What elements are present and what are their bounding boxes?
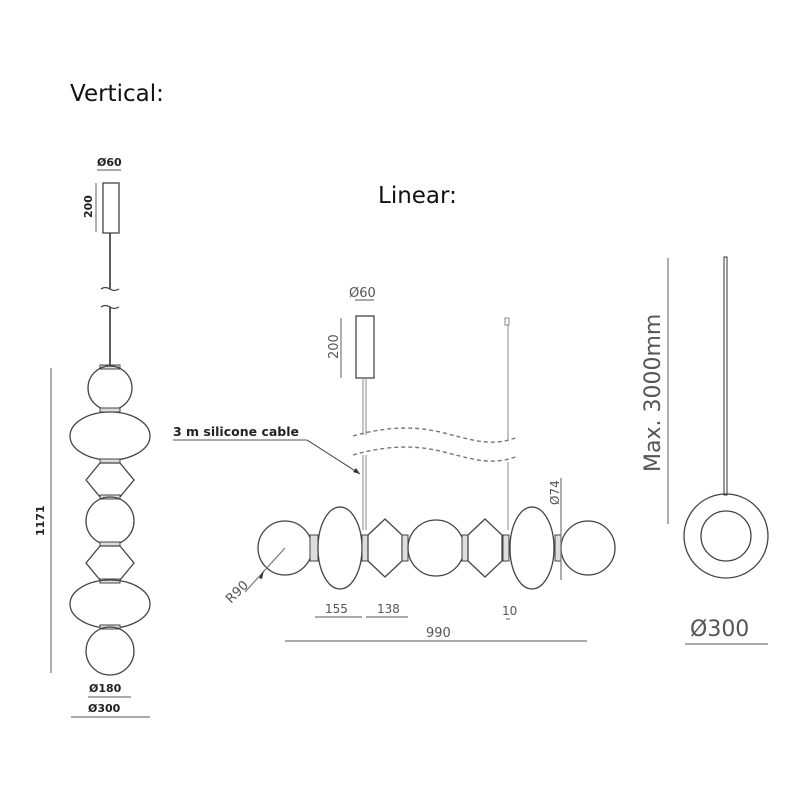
vertical-ellipse-1 — [69, 411, 151, 461]
linear-ellipse-left — [317, 506, 363, 590]
side-rod — [723, 256, 728, 496]
linear-radius-leader — [244, 547, 286, 593]
side-diameter: Ø300 — [690, 617, 749, 642]
linear-view: Ø60 200 3 m silicone cable — [173, 286, 616, 642]
vertical-diamond-2 — [85, 545, 135, 581]
linear-radius-arrowhead — [259, 570, 264, 579]
vertical-canopy-height: 200 — [82, 195, 95, 218]
linear-connector-2 — [361, 534, 369, 562]
linear-sphere-right — [560, 520, 616, 576]
linear-right-anchor — [504, 317, 510, 326]
linear-canopy-height: 200 — [327, 334, 342, 359]
side-inner-ring — [700, 510, 752, 562]
vertical-max-diameter: Ø300 — [88, 702, 121, 715]
linear-connector-5 — [502, 534, 510, 562]
linear-canopy-diameter: Ø60 — [349, 286, 376, 301]
linear-cable-break-top — [352, 427, 519, 443]
linear-cable-arrowhead — [353, 468, 360, 474]
linear-cable-leader — [306, 439, 361, 475]
vertical-total-height: 1171 — [34, 505, 47, 536]
linear-sphere-center — [407, 519, 465, 577]
side-view: Max. 3000mm Ø300 — [641, 256, 769, 645]
linear-connector-diameter: Ø74 — [548, 480, 562, 505]
linear-cable-break-bottom — [352, 446, 519, 462]
vertical-top-cap — [99, 364, 121, 370]
vertical-title: Vertical: — [70, 81, 164, 107]
linear-diamond-left — [367, 518, 403, 578]
vertical-ellipse-2 — [69, 579, 151, 629]
linear-sphere-radius: R90 — [223, 578, 252, 607]
side-max-length: Max. 3000mm — [641, 314, 666, 472]
vertical-sphere-1 — [87, 365, 133, 411]
linear-connector-6 — [554, 534, 562, 562]
vertical-cable-break-top — [100, 286, 120, 292]
linear-connector-1 — [309, 534, 319, 562]
linear-connector-3 — [401, 534, 409, 562]
linear-cable-label: 3 m silicone cable — [173, 424, 299, 439]
linear-connector-4 — [461, 534, 469, 562]
vertical-sphere-diameter: Ø180 — [89, 682, 122, 695]
linear-title: Linear: — [378, 183, 457, 209]
vertical-view: Ø60 200 1171 Ø180 Ø300 — [34, 156, 151, 718]
vertical-diamond-1 — [85, 462, 135, 498]
linear-total-length: 990 — [426, 626, 451, 641]
vertical-sphere-2 — [85, 496, 135, 546]
vertical-canopy — [102, 182, 120, 234]
side-outer-ring — [683, 493, 769, 579]
linear-ellipse-width: 155 — [325, 602, 348, 616]
vertical-sphere-3 — [85, 626, 135, 676]
vertical-canopy-diameter: Ø60 — [97, 156, 122, 169]
linear-diamond-width: 138 — [377, 602, 400, 616]
linear-ellipse-right — [509, 506, 555, 590]
linear-connector-width: 10 — [502, 604, 517, 618]
linear-diamond-right — [467, 518, 503, 578]
linear-canopy — [355, 315, 375, 379]
